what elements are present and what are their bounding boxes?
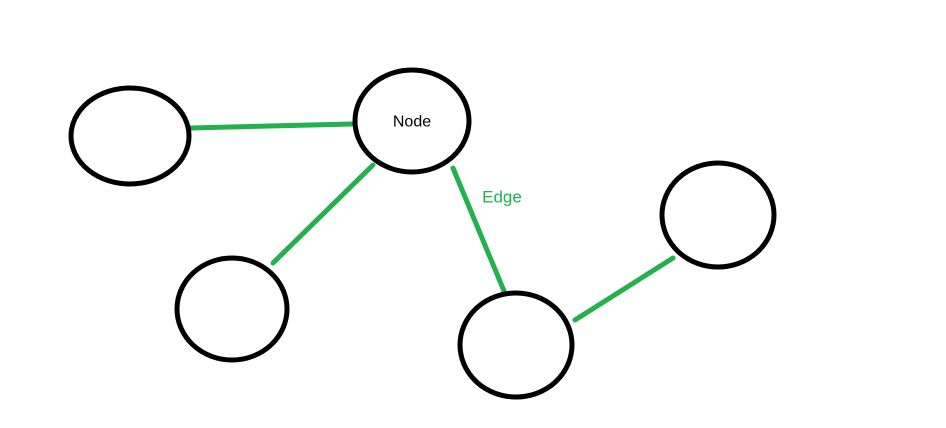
- edges-layer: Edge: [188, 121, 676, 323]
- node-right: [659, 160, 777, 270]
- node-left: [68, 85, 192, 187]
- node-top-center-label: Node: [393, 114, 431, 131]
- node-bottom-left: [174, 255, 290, 363]
- nodes-layer: Node: [68, 67, 777, 400]
- edge-center-to-bottom-left: [270, 162, 376, 266]
- node-top-center: [352, 67, 472, 175]
- edge-center-to-bottom-middle: [450, 165, 507, 294]
- edge-left-to-center: [188, 121, 355, 131]
- node-bottom-middle: [457, 290, 575, 400]
- edge-bottom-middle-to-right: [572, 255, 676, 323]
- edge-center-to-bottom-middle-label: Edge: [482, 188, 522, 207]
